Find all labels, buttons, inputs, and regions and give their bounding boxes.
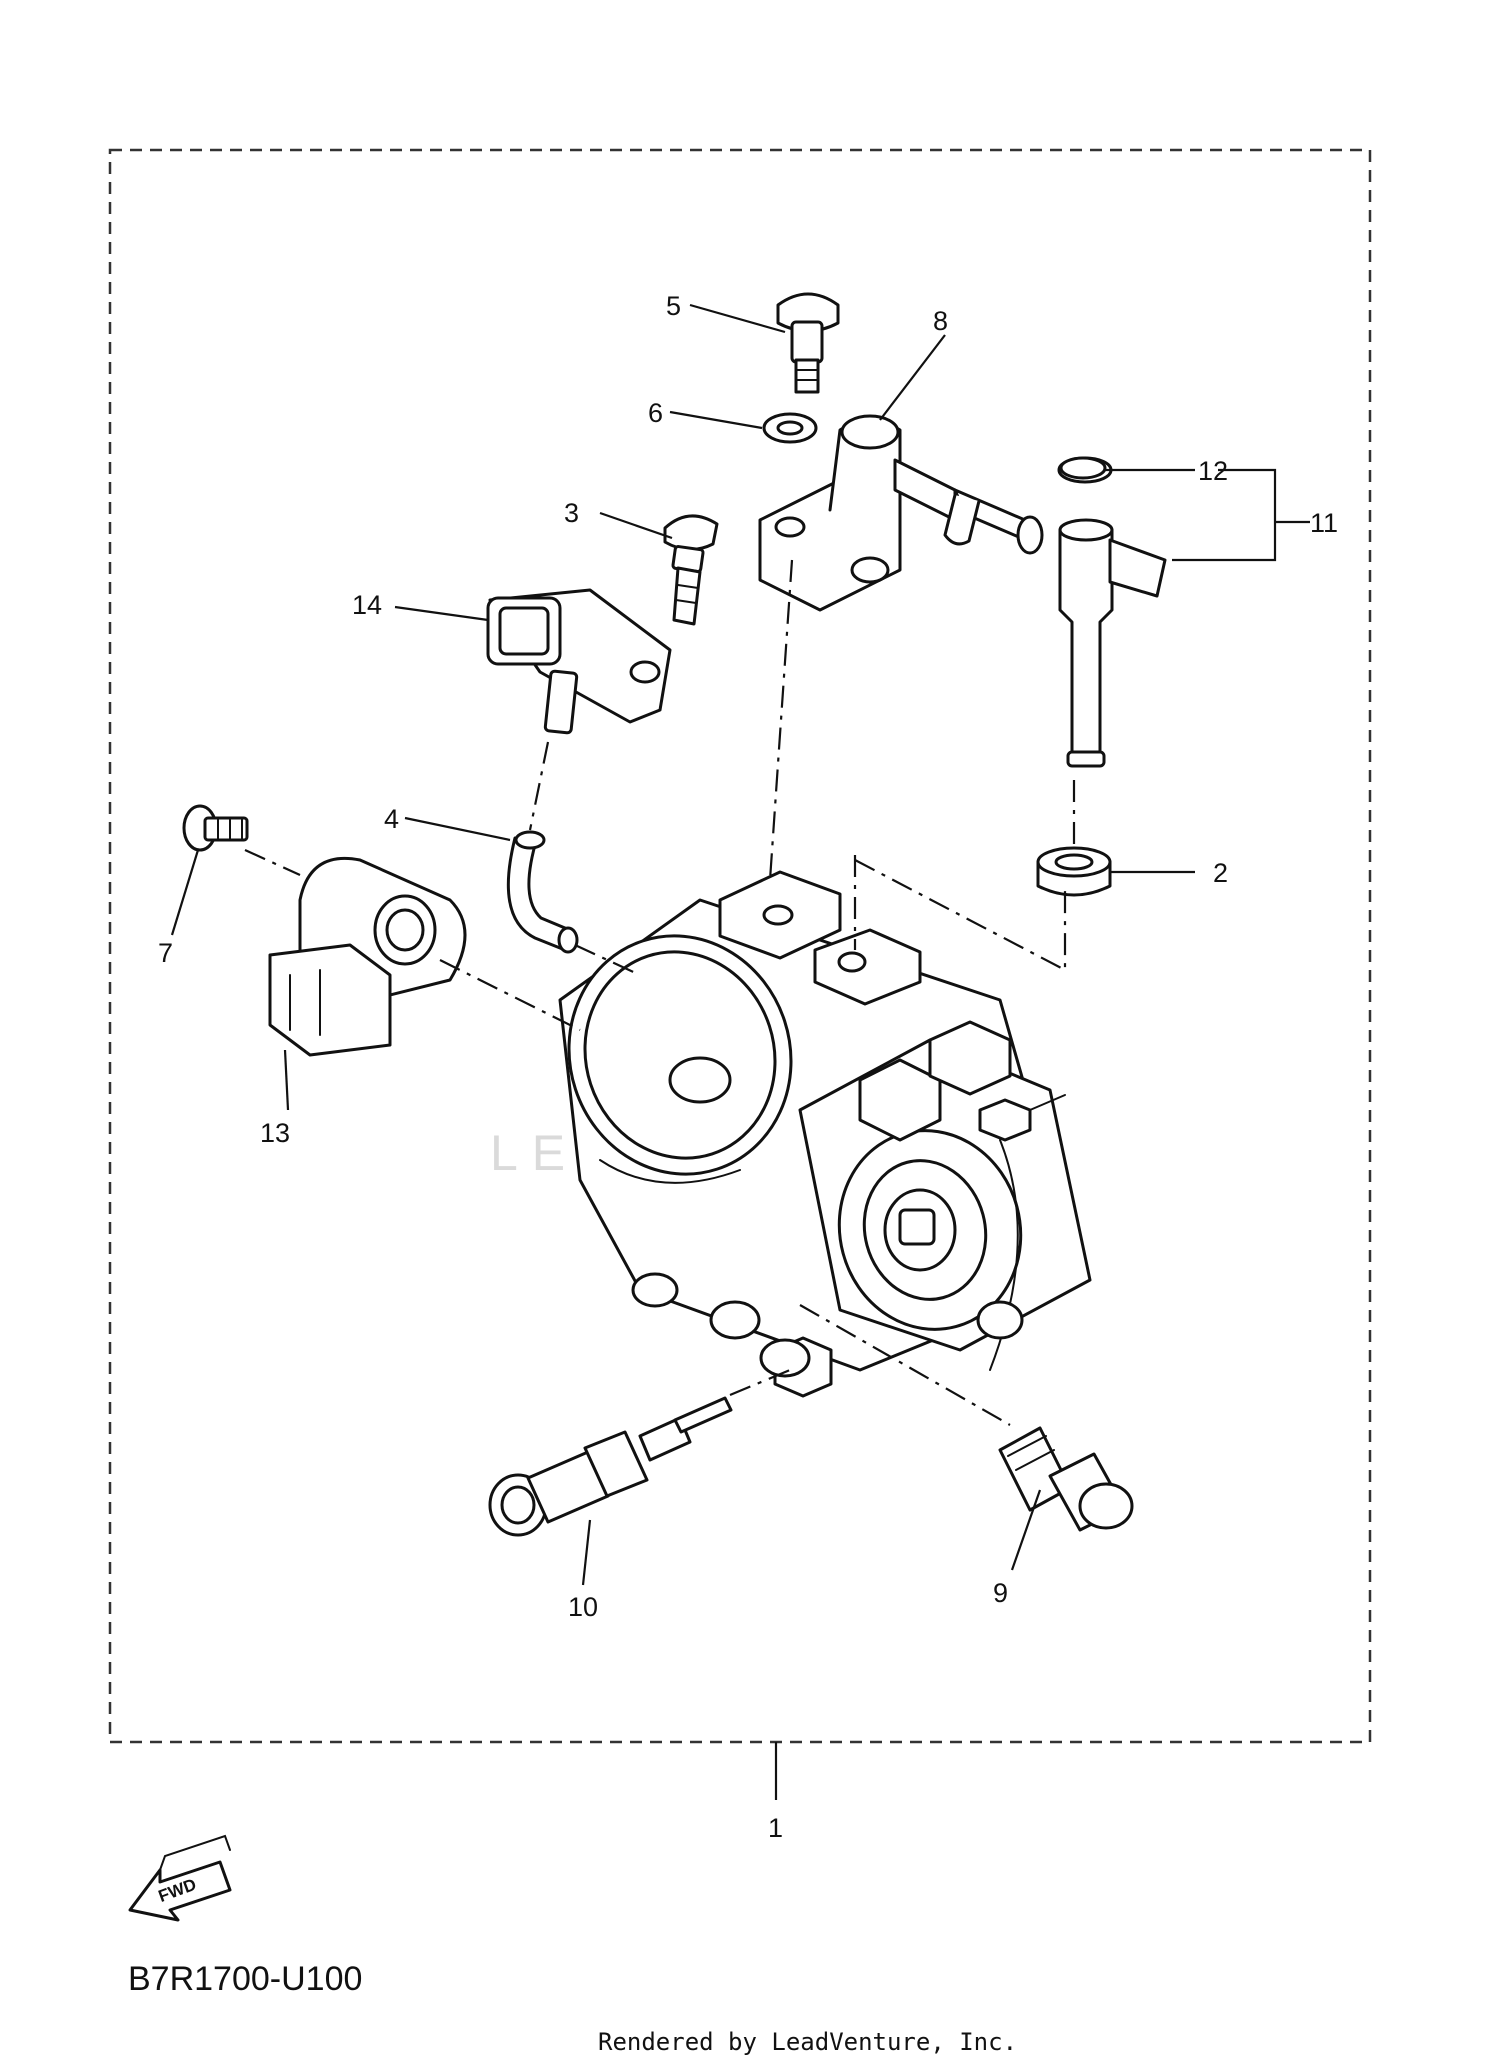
callout-3: 3 [564,498,579,528]
fuel-pipe-8[interactable] [758,414,1044,612]
assembly-frame [108,148,1372,1744]
o-ring-12[interactable] [1059,456,1107,480]
callout-14: 14 [352,590,382,620]
callout-11: 11 [1310,508,1338,538]
callout-2: 2 [1213,858,1228,888]
callout-12: 12 [1198,456,1228,486]
temperature-sensor-10[interactable] [488,1396,733,1537]
seal-2[interactable] [1036,846,1112,897]
callout-7: 7 [158,938,173,968]
footer-credit: Rendered by LeadVenture, Inc. [598,2028,1017,2056]
callout-4: 4 [384,804,399,834]
fuel-injector-11[interactable] [1057,456,1167,768]
callout-6: 6 [648,398,663,428]
drawing-code: B7R1700-U100 [128,1960,362,1998]
callout-1: 1 [768,1813,783,1843]
callout-13: 13 [260,1118,290,1148]
callout-10: 10 [568,1592,598,1622]
screw-5[interactable] [776,292,840,394]
callout-5: 5 [666,291,681,321]
assembly-axes [244,559,1076,1426]
leader-lines [170,303,1310,1800]
callout-8: 8 [933,306,948,336]
fwd-arrow-icon: FWD [128,1834,232,1922]
screw-7[interactable] [182,804,249,852]
throttle-position-sensor-13[interactable] [268,856,467,1057]
hose-4[interactable] [506,830,579,954]
pressure-sensor-14[interactable] [486,588,672,735]
callouts: 1 2 3 4 5 6 7 8 9 10 11 12 13 14 [158,291,1338,1843]
callout-9: 9 [993,1578,1008,1608]
washer-6[interactable] [762,412,818,444]
screw-3[interactable] [663,514,719,626]
adjust-screw-9[interactable] [998,1426,1134,1532]
throttle-body[interactable] [538,870,1092,1398]
